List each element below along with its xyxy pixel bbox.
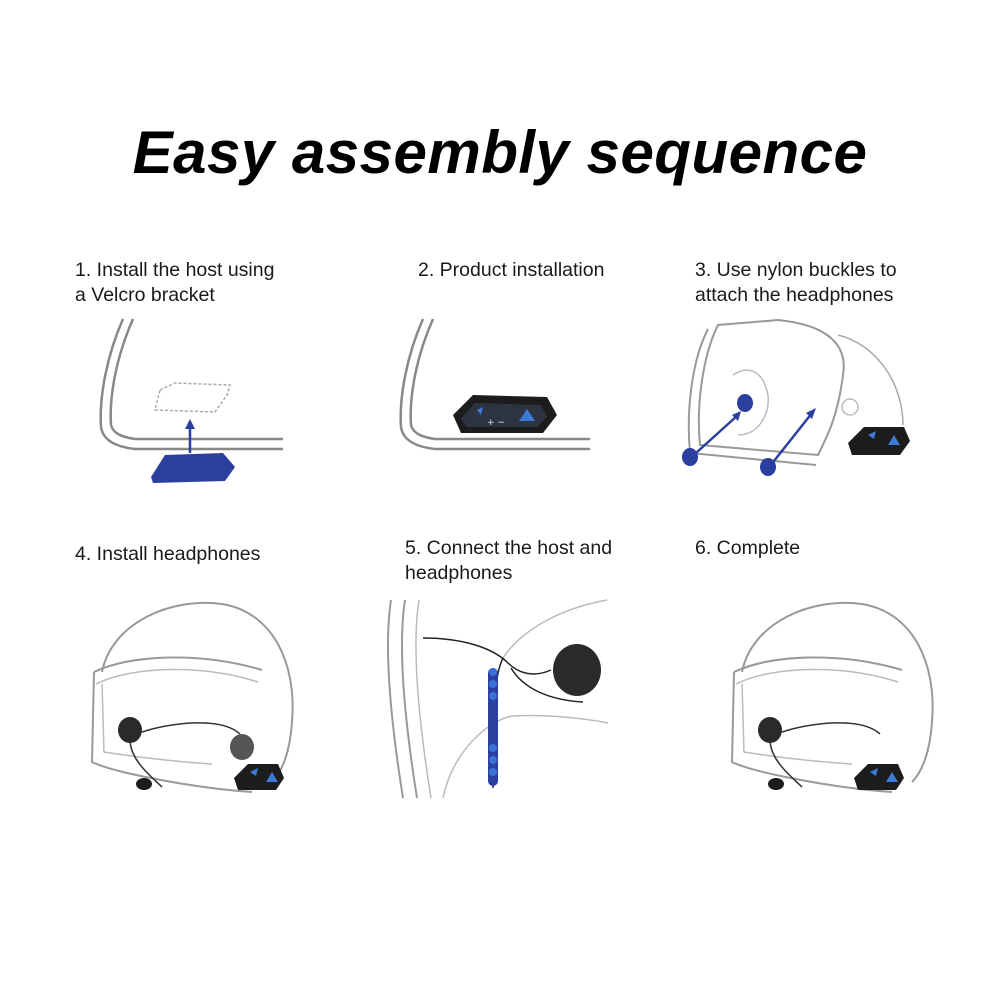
cable-connection-icon (386, 599, 609, 799)
host-on-helmet-shell-icon: + − (399, 318, 590, 451)
step-5-illustration (383, 598, 611, 806)
step-2-label: 2. Product installation (418, 259, 605, 281)
step-2-illustration: + − (395, 315, 600, 465)
svg-text:+ −: + − (487, 418, 505, 428)
headphones-in-helmet-icon (90, 601, 294, 793)
step-3-illustration (678, 315, 918, 485)
velcro-bracket-mounting-icon (99, 318, 283, 483)
step-6-label: 6. Complete (695, 537, 801, 559)
step-4-illustration (72, 592, 302, 812)
step-1-label: 1. Install the host using a Velcro brack… (75, 259, 275, 306)
page-title: Easy assembly sequence (132, 119, 868, 186)
step-5-label: 5. Connect the host and headphones (405, 537, 613, 584)
step-3-label: 3. Use nylon buckles to attach the headp… (695, 259, 897, 306)
completed-helmet-icon (730, 601, 934, 793)
step-4-label: 4. Install headphones (75, 543, 261, 565)
step-1-illustration (95, 315, 295, 490)
step-6-illustration (712, 592, 942, 812)
nylon-buckles-attach-icon (682, 318, 910, 476)
